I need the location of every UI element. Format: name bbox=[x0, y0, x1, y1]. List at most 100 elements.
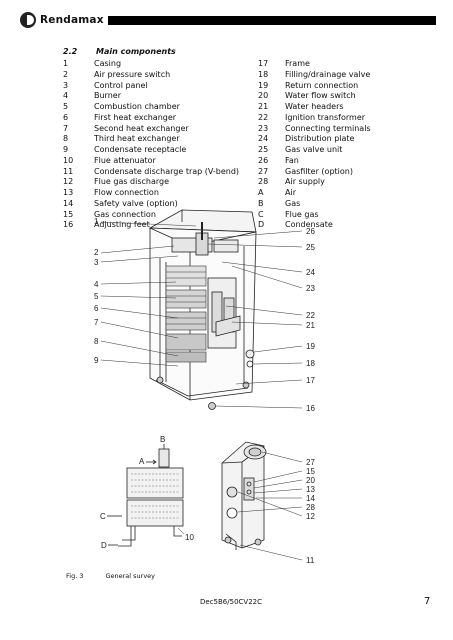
callout: 6 bbox=[94, 304, 99, 313]
component-label: Casing bbox=[94, 59, 122, 68]
callout: 4 bbox=[94, 280, 99, 289]
flow-schematic bbox=[107, 444, 184, 547]
header-bar bbox=[108, 16, 436, 25]
callout: 15 bbox=[306, 467, 315, 476]
callout: 19 bbox=[306, 342, 315, 351]
leader-lines-rear bbox=[177, 451, 303, 561]
component-row: 16 Adjusting feet bbox=[63, 220, 239, 231]
callout: A bbox=[139, 457, 145, 466]
component-key: 9 bbox=[63, 145, 69, 154]
callout: 13 bbox=[306, 485, 315, 494]
figure-title: General survey bbox=[105, 572, 156, 580]
callout: 21 bbox=[306, 321, 315, 330]
component-key: 22 bbox=[258, 112, 269, 122]
component-key: 28 bbox=[258, 177, 269, 187]
component-key: 7 bbox=[63, 123, 69, 133]
brand-logo: Rendamax bbox=[20, 12, 104, 28]
callout: 12 bbox=[306, 512, 315, 521]
callout: 10 bbox=[185, 533, 194, 542]
callout: 16 bbox=[306, 404, 315, 413]
rear-view-illustration bbox=[221, 441, 267, 550]
component-label: First heat exchanger bbox=[94, 112, 177, 122]
component-row: 3 Control panel bbox=[63, 81, 239, 92]
component-row: 2 Air pressure switch bbox=[63, 70, 239, 81]
callout: 23 bbox=[306, 284, 315, 293]
component-label: Combustion chamber bbox=[94, 102, 180, 111]
callout: 28 bbox=[306, 503, 315, 512]
component-key: 5 bbox=[63, 102, 69, 111]
figure-label: Fig. 3 bbox=[66, 572, 84, 580]
boiler-illustration bbox=[148, 209, 257, 410]
component-label: Condensate receptacle bbox=[94, 145, 187, 154]
callouts-main: 1 2 3 4 5 6 7 8 9 26 25 24 23 22 21 19 1… bbox=[94, 217, 315, 413]
component-label: Condensate bbox=[285, 220, 333, 230]
component-key: 26 bbox=[258, 155, 269, 165]
component-label: Air pressure switch bbox=[94, 69, 171, 79]
component-label: Control panel bbox=[94, 80, 148, 90]
component-row: 5 Combustion chamber bbox=[63, 102, 239, 113]
component-key: 16 bbox=[63, 220, 74, 230]
component-label: Gas connection bbox=[94, 209, 156, 219]
component-key: 3 bbox=[63, 80, 69, 90]
component-label: Flue attenuator bbox=[94, 155, 156, 165]
component-label: Return connection bbox=[285, 80, 359, 90]
callout: 2 bbox=[94, 248, 99, 257]
component-label: Flue gas bbox=[285, 209, 319, 219]
callout: 25 bbox=[306, 243, 315, 252]
component-key: A bbox=[258, 188, 264, 197]
component-label: Adjusting feet bbox=[94, 220, 150, 230]
component-key: 10 bbox=[63, 155, 74, 165]
callout: C bbox=[100, 512, 106, 521]
component-key: 15 bbox=[63, 209, 74, 219]
component-row: 15 Gas connection bbox=[63, 210, 239, 221]
component-key: 19 bbox=[258, 80, 269, 90]
component-key: 17 bbox=[258, 59, 269, 68]
component-row: 14 Safety valve (option) bbox=[63, 199, 239, 210]
component-key: 18 bbox=[258, 69, 269, 79]
component-key: 14 bbox=[63, 198, 74, 208]
component-key: 8 bbox=[63, 134, 69, 144]
callout: D bbox=[101, 541, 107, 550]
component-label: Gasfilter (option) bbox=[285, 166, 353, 176]
callout: 5 bbox=[94, 292, 99, 301]
component-key: 24 bbox=[258, 134, 269, 144]
component-row: 11 Condensate discharge trap (V-bend) bbox=[63, 167, 239, 178]
callout: 27 bbox=[306, 458, 315, 467]
document-code: Dec5B6/50CV22C bbox=[200, 598, 262, 606]
component-key: C bbox=[258, 209, 264, 219]
component-label: Safety valve (option) bbox=[94, 198, 178, 208]
component-label: Burner bbox=[94, 91, 121, 101]
component-key: 4 bbox=[63, 91, 69, 101]
component-key: 2 bbox=[63, 69, 69, 79]
component-label: Water flow switch bbox=[285, 91, 356, 101]
callout: 24 bbox=[306, 268, 315, 277]
leader-lines-main bbox=[100, 221, 303, 409]
component-row: C Flue gas bbox=[258, 210, 371, 221]
component-key: 12 bbox=[63, 177, 74, 187]
callouts-rear: 27 15 20 13 14 28 12 11 bbox=[306, 458, 315, 565]
component-label: Third heat exchanger bbox=[94, 134, 180, 144]
callout: 7 bbox=[94, 318, 99, 327]
component-row: 4 Burner bbox=[63, 91, 239, 102]
component-row: 28 Air supply bbox=[258, 177, 371, 188]
callout: 17 bbox=[306, 376, 315, 385]
component-label: Gas bbox=[285, 198, 301, 208]
component-key: 11 bbox=[63, 166, 74, 176]
callout: 11 bbox=[306, 556, 315, 565]
component-label: Condensate discharge trap (V-bend) bbox=[94, 166, 240, 176]
component-label: Air supply bbox=[285, 177, 325, 187]
